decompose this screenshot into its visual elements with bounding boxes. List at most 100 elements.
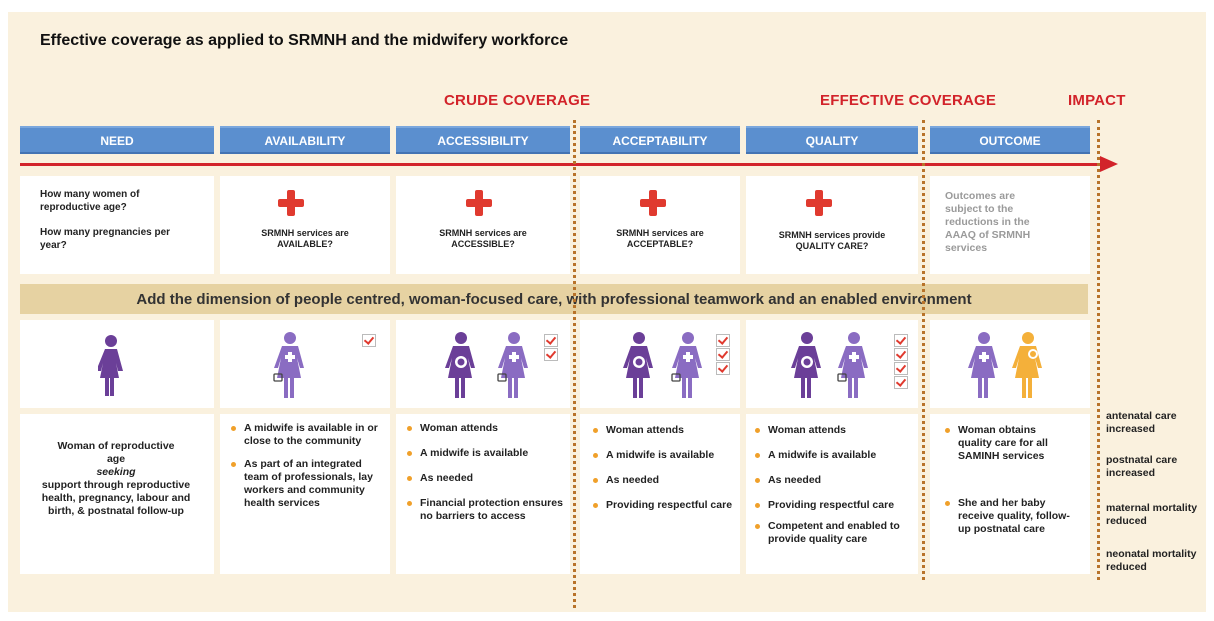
- availability-question-line1: SRMNH services are: [261, 228, 349, 238]
- need-description-seeking: seeking: [96, 466, 136, 478]
- list-item: Providing respectful care: [752, 499, 914, 512]
- outcome-description-box: [930, 414, 1090, 574]
- midwife-icon: [671, 332, 702, 398]
- list-item: As needed: [404, 472, 564, 485]
- outcome-question-box: [930, 176, 1090, 274]
- checkbox-icon: [716, 348, 730, 361]
- mother-with-baby-icon: [1012, 332, 1042, 398]
- need-description: Woman of reproductive age seeking suppor…: [24, 440, 208, 518]
- pregnant-woman-icon: [445, 332, 475, 398]
- pregnant-woman-icon: [791, 332, 821, 398]
- list-item: A midwife is available: [590, 449, 736, 462]
- impact-header: IMPACT: [1068, 92, 1126, 109]
- checkbox-icon: [894, 334, 908, 347]
- impact-maternal-b: reduced: [1106, 515, 1147, 527]
- list-item: She and her baby receive quality, follow…: [942, 497, 1072, 536]
- checkbox-icon: [716, 362, 730, 375]
- checkbox-icon: [894, 376, 908, 389]
- acceptability-description-box: [580, 414, 740, 574]
- dotted-divider: [1097, 120, 1100, 580]
- need-description-box: [20, 414, 214, 574]
- diagram-title: Effective coverage as applied to SRMNH a…: [40, 32, 569, 49]
- list-item: Woman attends: [752, 424, 914, 437]
- midwife-icon: [273, 332, 304, 398]
- need-question-women: How many women of reproductive age?: [40, 189, 140, 213]
- quality-figure-box: [746, 320, 918, 408]
- availability-question-box: [220, 176, 390, 274]
- impact-neonatal-b: reduced: [1106, 561, 1147, 573]
- need-question-box: [20, 176, 214, 274]
- need-description-line2: support through reproductive health, pre…: [41, 479, 191, 517]
- red-cross-icon: [278, 190, 304, 216]
- crude-coverage-header: CRUDE COVERAGE: [444, 92, 591, 109]
- quality-question-line1: SRMNH services provide: [778, 230, 886, 240]
- list-item: As part of an integrated team of profess…: [228, 458, 382, 510]
- need-description-line1: Woman of reproductive age: [57, 440, 175, 465]
- impact-maternal-a: maternal mortality: [1106, 502, 1198, 514]
- checkbox-icon: [894, 348, 908, 361]
- dimension-bar: Add the dimension of people centred, wom…: [20, 284, 1088, 314]
- outcome-figure-box: [930, 320, 1090, 408]
- effective-coverage-header: EFFECTIVE COVERAGE: [820, 92, 997, 109]
- acceptability-list: Woman attends A midwife is available As …: [590, 424, 736, 512]
- quality-question-line2: QUALITY CARE?: [795, 241, 869, 251]
- impact-antenatal-a: antenatal care: [1106, 410, 1177, 422]
- acceptability-question-line1: SRMNH services are: [616, 228, 704, 238]
- column-quality: QUALITY: [746, 126, 918, 154]
- accessibility-question-line2: ACCESSIBLE?: [451, 239, 515, 249]
- checkbox-icon: [544, 334, 558, 347]
- availability-description-box: [220, 414, 390, 574]
- list-item: As needed: [590, 474, 736, 487]
- timeline-arrow-line: [20, 163, 1102, 166]
- need-question-pregnancies: How many pregnancies per year?: [40, 227, 171, 251]
- dotted-divider: [573, 120, 576, 608]
- list-item: As needed: [752, 474, 914, 487]
- checkbox-icon: [716, 334, 730, 347]
- acceptability-figure-box: [580, 320, 740, 408]
- red-cross-icon: [806, 190, 832, 216]
- impact-antenatal-b: increased: [1106, 423, 1156, 435]
- arrow-head-icon: [1100, 156, 1118, 172]
- midwife-icon: [497, 332, 528, 398]
- list-item: A midwife is available in or close to th…: [228, 422, 382, 448]
- red-cross-icon: [640, 190, 666, 216]
- accessibility-figure-box: [396, 320, 570, 408]
- column-need: NEED: [20, 126, 214, 154]
- outcome-note: Outcomes are subject to the reductions i…: [945, 190, 1031, 254]
- woman-figure-icon: [98, 335, 123, 396]
- column-outcome: OUTCOME: [930, 126, 1090, 154]
- red-cross-icon: [466, 190, 492, 216]
- list-item: Woman attends: [404, 422, 564, 435]
- impact-neonatal-a: neonatal mortality: [1106, 548, 1197, 560]
- quality-question-box: [746, 176, 918, 274]
- quality-description-box: [746, 414, 918, 574]
- column-acceptability: ACCEPTABILITY: [580, 126, 740, 154]
- checkbox-icon: [362, 334, 376, 347]
- list-item: Financial protection ensures no barriers…: [404, 497, 564, 523]
- list-item: Providing respectful care: [590, 499, 736, 512]
- list-item: Competent and enabled to provide quality…: [752, 520, 914, 546]
- accessibility-question-box: [396, 176, 570, 274]
- pregnant-woman-icon: [623, 332, 653, 398]
- column-accessibility: ACCESSIBILITY: [396, 126, 570, 154]
- acceptability-question-line2: ACCEPTABLE?: [626, 239, 694, 249]
- column-availability: AVAILABILITY: [220, 126, 390, 154]
- checkbox-icon: [894, 362, 908, 375]
- list-item: Woman obtains quality care for all SAMIN…: [942, 424, 1072, 463]
- midwife-icon: [968, 332, 998, 398]
- midwife-icon: [837, 332, 868, 398]
- impact-postnatal-a: postnatal care: [1106, 454, 1178, 466]
- accessibility-question-line1: SRMNH services are: [439, 228, 527, 238]
- list-item: A midwife is available: [752, 449, 914, 462]
- availability-list: A midwife is available in or close to th…: [228, 422, 382, 510]
- acceptability-question-box: [580, 176, 740, 274]
- impact-postnatal-b: increased: [1106, 467, 1156, 479]
- accessibility-list: Woman attends A midwife is available As …: [404, 422, 564, 523]
